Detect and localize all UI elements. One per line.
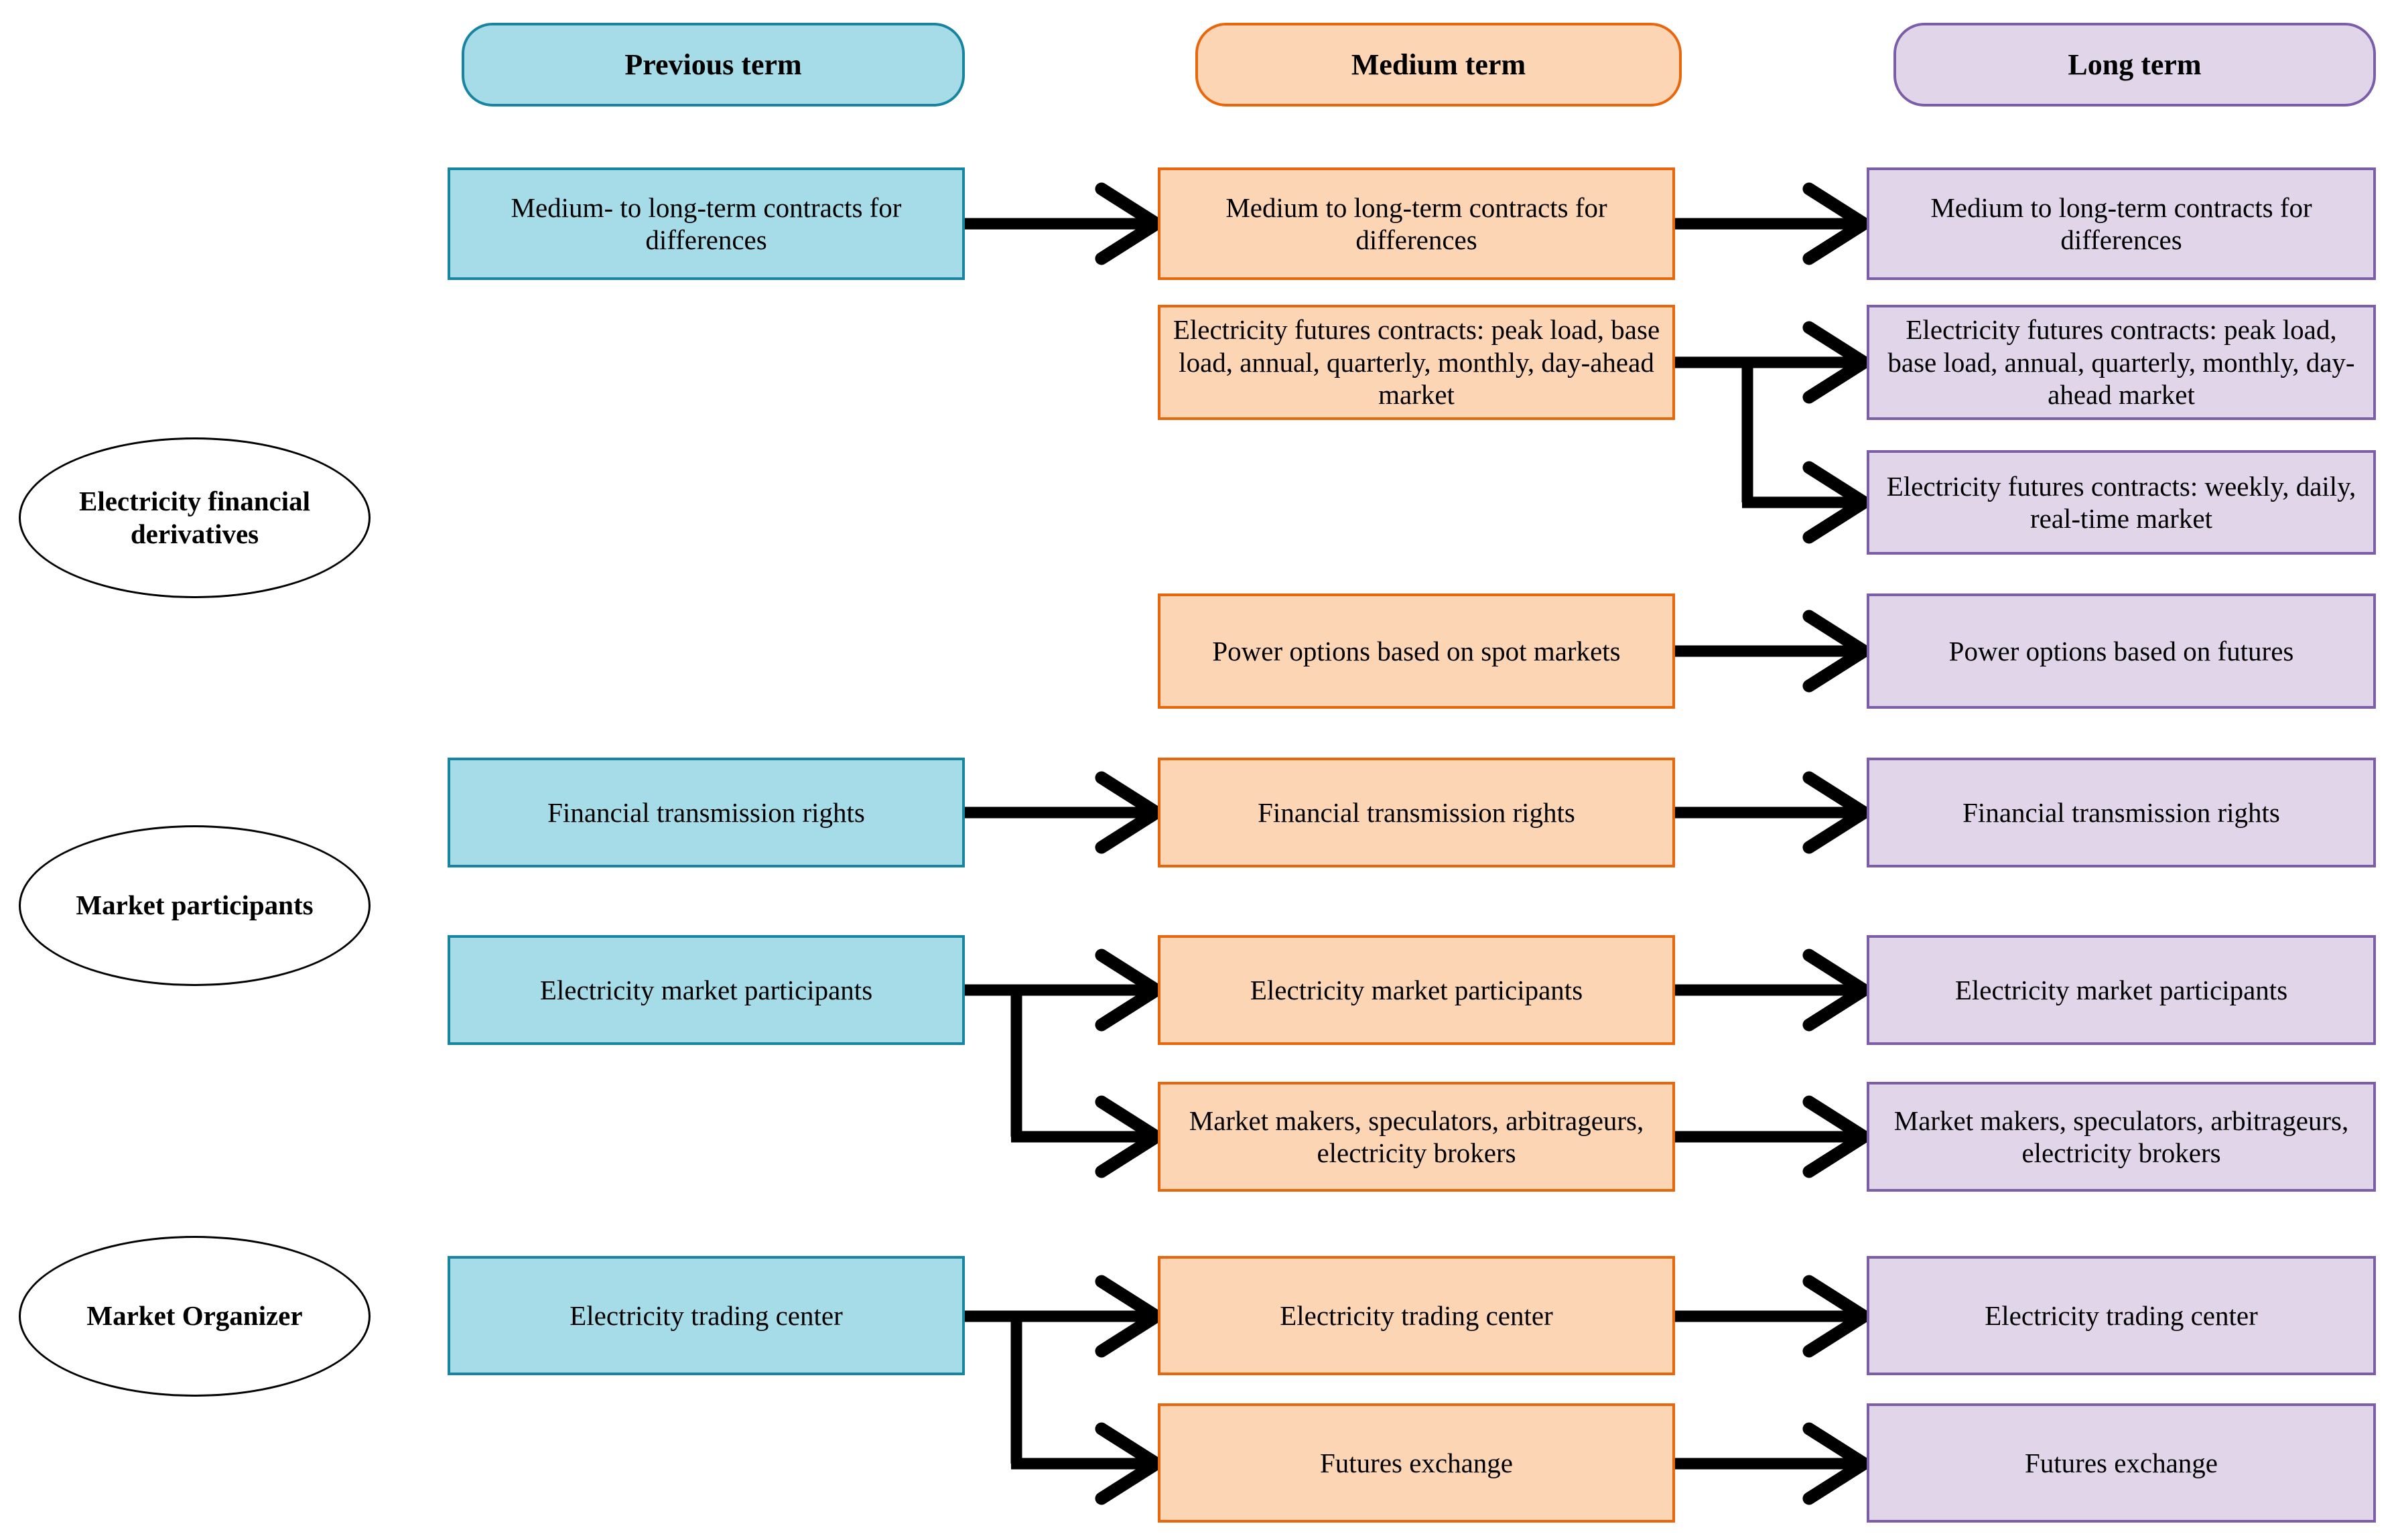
arrow-prev-cfd-to-med-cfd <box>965 189 1156 259</box>
category-electricity-financial-derivatives: Electricity financial derivatives <box>19 437 371 598</box>
box-label: Power options based on spot markets <box>1212 635 1621 667</box>
medium-term-box-cfd[interactable]: Medium to long-term contracts for differ… <box>1158 167 1675 280</box>
box-label: Electricity trading center <box>1280 1300 1553 1331</box>
arrow-med-futures-split <box>1675 328 1864 537</box>
category-label: Market Organizer <box>86 1300 303 1332</box>
box-label: Market makers, speculators, arbitrageurs… <box>1189 1105 1644 1168</box>
previous-term-box-ftr[interactable]: Financial transmission rights <box>448 758 965 867</box>
arrow-med-ftr-to-long-ftr <box>1675 778 1864 847</box>
long-term-box-futures-exchange[interactable]: Futures exchange <box>1867 1403 2376 1523</box>
arrow-prev-participants-split <box>965 955 1156 1172</box>
box-label: Financial transmission rights <box>547 796 865 828</box>
long-term-box-cfd[interactable]: Medium to long-term contracts for differ… <box>1867 167 2376 280</box>
medium-term-box-market-makers[interactable]: Market makers, speculators, arbitrageurs… <box>1158 1082 1675 1192</box>
box-label: Power options based on futures <box>1948 635 2294 667</box>
arrow-prev-trading-center-split <box>965 1281 1156 1498</box>
previous-term-box-market-participants[interactable]: Electricity market participants <box>448 935 965 1045</box>
box-label: Electricity futures contracts: weekly, d… <box>1886 470 2356 534</box>
box-label: Market makers, speculators, arbitrageurs… <box>1893 1105 2349 1168</box>
box-label: Electricity market participants <box>539 974 873 1005</box>
column-header-previous-term: Previous term <box>462 23 965 107</box>
arrow-med-options-to-long-options <box>1675 616 1864 686</box>
box-label: Medium- to long-term contracts for diffe… <box>511 192 902 255</box>
medium-term-box-market-participants[interactable]: Electricity market participants <box>1158 935 1675 1045</box>
long-term-box-futures-contracts-weekly[interactable]: Electricity futures contracts: weekly, d… <box>1867 450 2376 555</box>
long-term-box-ftr[interactable]: Financial transmission rights <box>1867 758 2376 867</box>
box-label: Electricity futures contracts: peak load… <box>1887 314 2355 411</box>
arrow-med-participants-to-long-participants <box>1675 955 1864 1025</box>
column-header-label: Medium term <box>1351 48 1526 81</box>
arrow-med-cfd-to-long-cfd <box>1675 189 1864 259</box>
box-label: Futures exchange <box>2024 1447 2218 1478</box>
category-market-organizer: Market Organizer <box>19 1236 371 1397</box>
medium-term-box-futures-contracts[interactable]: Electricity futures contracts: peak load… <box>1158 305 1675 420</box>
long-term-box-trading-center[interactable]: Electricity trading center <box>1867 1256 2376 1375</box>
medium-term-box-trading-center[interactable]: Electricity trading center <box>1158 1256 1675 1375</box>
arrow-med-futures-exchange-to-long <box>1675 1429 1864 1498</box>
box-label: Financial transmission rights <box>1258 796 1575 828</box>
box-label: Futures exchange <box>1319 1447 1514 1478</box>
box-label: Financial transmission rights <box>1962 796 2280 828</box>
long-term-box-market-makers[interactable]: Market makers, speculators, arbitrageurs… <box>1867 1082 2376 1192</box>
box-label: Electricity market participants <box>1954 974 2288 1005</box>
medium-term-box-futures-exchange[interactable]: Futures exchange <box>1158 1403 1675 1523</box>
long-term-box-market-participants[interactable]: Electricity market participants <box>1867 935 2376 1045</box>
arrow-prev-ftr-to-med-ftr <box>965 778 1156 847</box>
medium-term-box-power-options[interactable]: Power options based on spot markets <box>1158 593 1675 709</box>
box-label: Electricity trading center <box>570 1300 843 1331</box>
box-label: Electricity market participants <box>1250 974 1583 1005</box>
box-label: Medium to long-term contracts for differ… <box>1930 192 2312 255</box>
arrow-med-makers-to-long-makers <box>1675 1102 1864 1172</box>
medium-term-box-ftr[interactable]: Financial transmission rights <box>1158 758 1675 867</box>
column-header-medium-term: Medium term <box>1195 23 1682 107</box>
category-market-participants: Market participants <box>19 825 371 986</box>
column-header-label: Previous term <box>624 48 802 81</box>
long-term-box-futures-contracts-peak[interactable]: Electricity futures contracts: peak load… <box>1867 305 2376 420</box>
box-label: Electricity futures contracts: peak load… <box>1173 314 1660 411</box>
category-label: Electricity financial derivatives <box>79 485 310 549</box>
category-label: Market participants <box>76 890 314 921</box>
arrow-med-trading-center-to-long <box>1675 1281 1864 1351</box>
long-term-box-power-options[interactable]: Power options based on futures <box>1867 593 2376 709</box>
box-label: Medium to long-term contracts for differ… <box>1225 192 1607 255</box>
previous-term-box-trading-center[interactable]: Electricity trading center <box>448 1256 965 1375</box>
column-header-long-term: Long term <box>1893 23 2376 107</box>
box-label: Electricity trading center <box>1985 1300 2258 1331</box>
column-header-label: Long term <box>2068 48 2202 81</box>
previous-term-box-cfd[interactable]: Medium- to long-term contracts for diffe… <box>448 167 965 280</box>
